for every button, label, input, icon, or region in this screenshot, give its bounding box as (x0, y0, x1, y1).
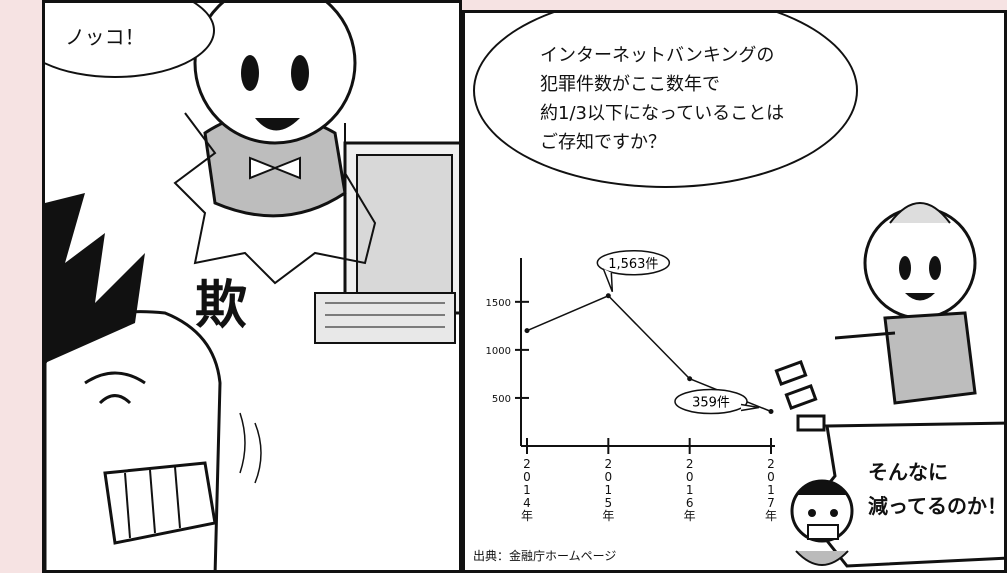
mascot-head (193, 3, 357, 145)
source-caption: 出典：金融庁ホームページ (473, 549, 617, 563)
left-panel: 欺 ノッコ！ (42, 0, 462, 573)
data-point (605, 293, 611, 299)
mascot-right-body (883, 311, 977, 405)
annotation-label: 1,563件 (608, 257, 658, 272)
annotation-label: 359件 (692, 395, 730, 410)
mascot-right-left-eye (899, 256, 911, 280)
mascot-right (835, 202, 977, 405)
man-small-face (790, 479, 854, 566)
paper-tear (173, 112, 377, 285)
sfx-kanji: 欺 (195, 276, 247, 336)
speech-bubble-right (473, 13, 858, 188)
response-line: そんなに (868, 460, 948, 484)
mascot-right-eye (291, 55, 309, 91)
man-eye (98, 394, 132, 405)
man-mouth (103, 461, 217, 545)
y-tick-label: 500 (492, 394, 511, 405)
mascot-mouth (255, 118, 300, 131)
man-eyebrow (84, 371, 146, 385)
data-point (524, 328, 530, 334)
response-line: 減ってるのか！ (868, 494, 1007, 518)
motion-marks (774, 360, 826, 432)
response-text: そんなに 減ってるのか！ (868, 455, 1007, 523)
speech-text-left: ノッコ！ (65, 25, 145, 49)
data-point (687, 376, 693, 382)
mascot-right-hair (889, 202, 951, 224)
speech-line: 約1/3以下になっていることは (540, 103, 785, 124)
mascot-right-right-eye (929, 256, 941, 280)
right-panel: インターネットバンキングの 犯罪件数がここ数年で 約1/3以下になっていることは… (462, 10, 1007, 573)
y-tick-label: 1500 (486, 298, 511, 309)
speech-line: インターネットバンキングの (540, 45, 775, 66)
monitor-screen (356, 154, 453, 296)
keyboard (314, 292, 456, 344)
speech-line: 犯罪件数がここ数年で (540, 74, 720, 95)
speech-line: ご存知ですか？ (540, 132, 666, 153)
mascot-left-eye (241, 55, 259, 91)
mascot-right-head (863, 206, 977, 320)
annotation-callout: 359件 (674, 388, 760, 415)
mascot-bowtie (249, 156, 301, 180)
annotation-callout: 1,563件 (596, 250, 671, 293)
y-tick-label: 1000 (486, 346, 511, 357)
response-bubble (803, 421, 1004, 568)
man-hair (45, 193, 145, 363)
mascot-right-mouth (905, 293, 935, 301)
speech-text-right: インターネットバンキングの 犯罪件数がここ数年で 約1/3以下になっていることは… (540, 41, 784, 157)
pointer-stick (835, 331, 896, 340)
left-panel-art: 欺 (45, 3, 459, 570)
data-point (768, 408, 774, 414)
